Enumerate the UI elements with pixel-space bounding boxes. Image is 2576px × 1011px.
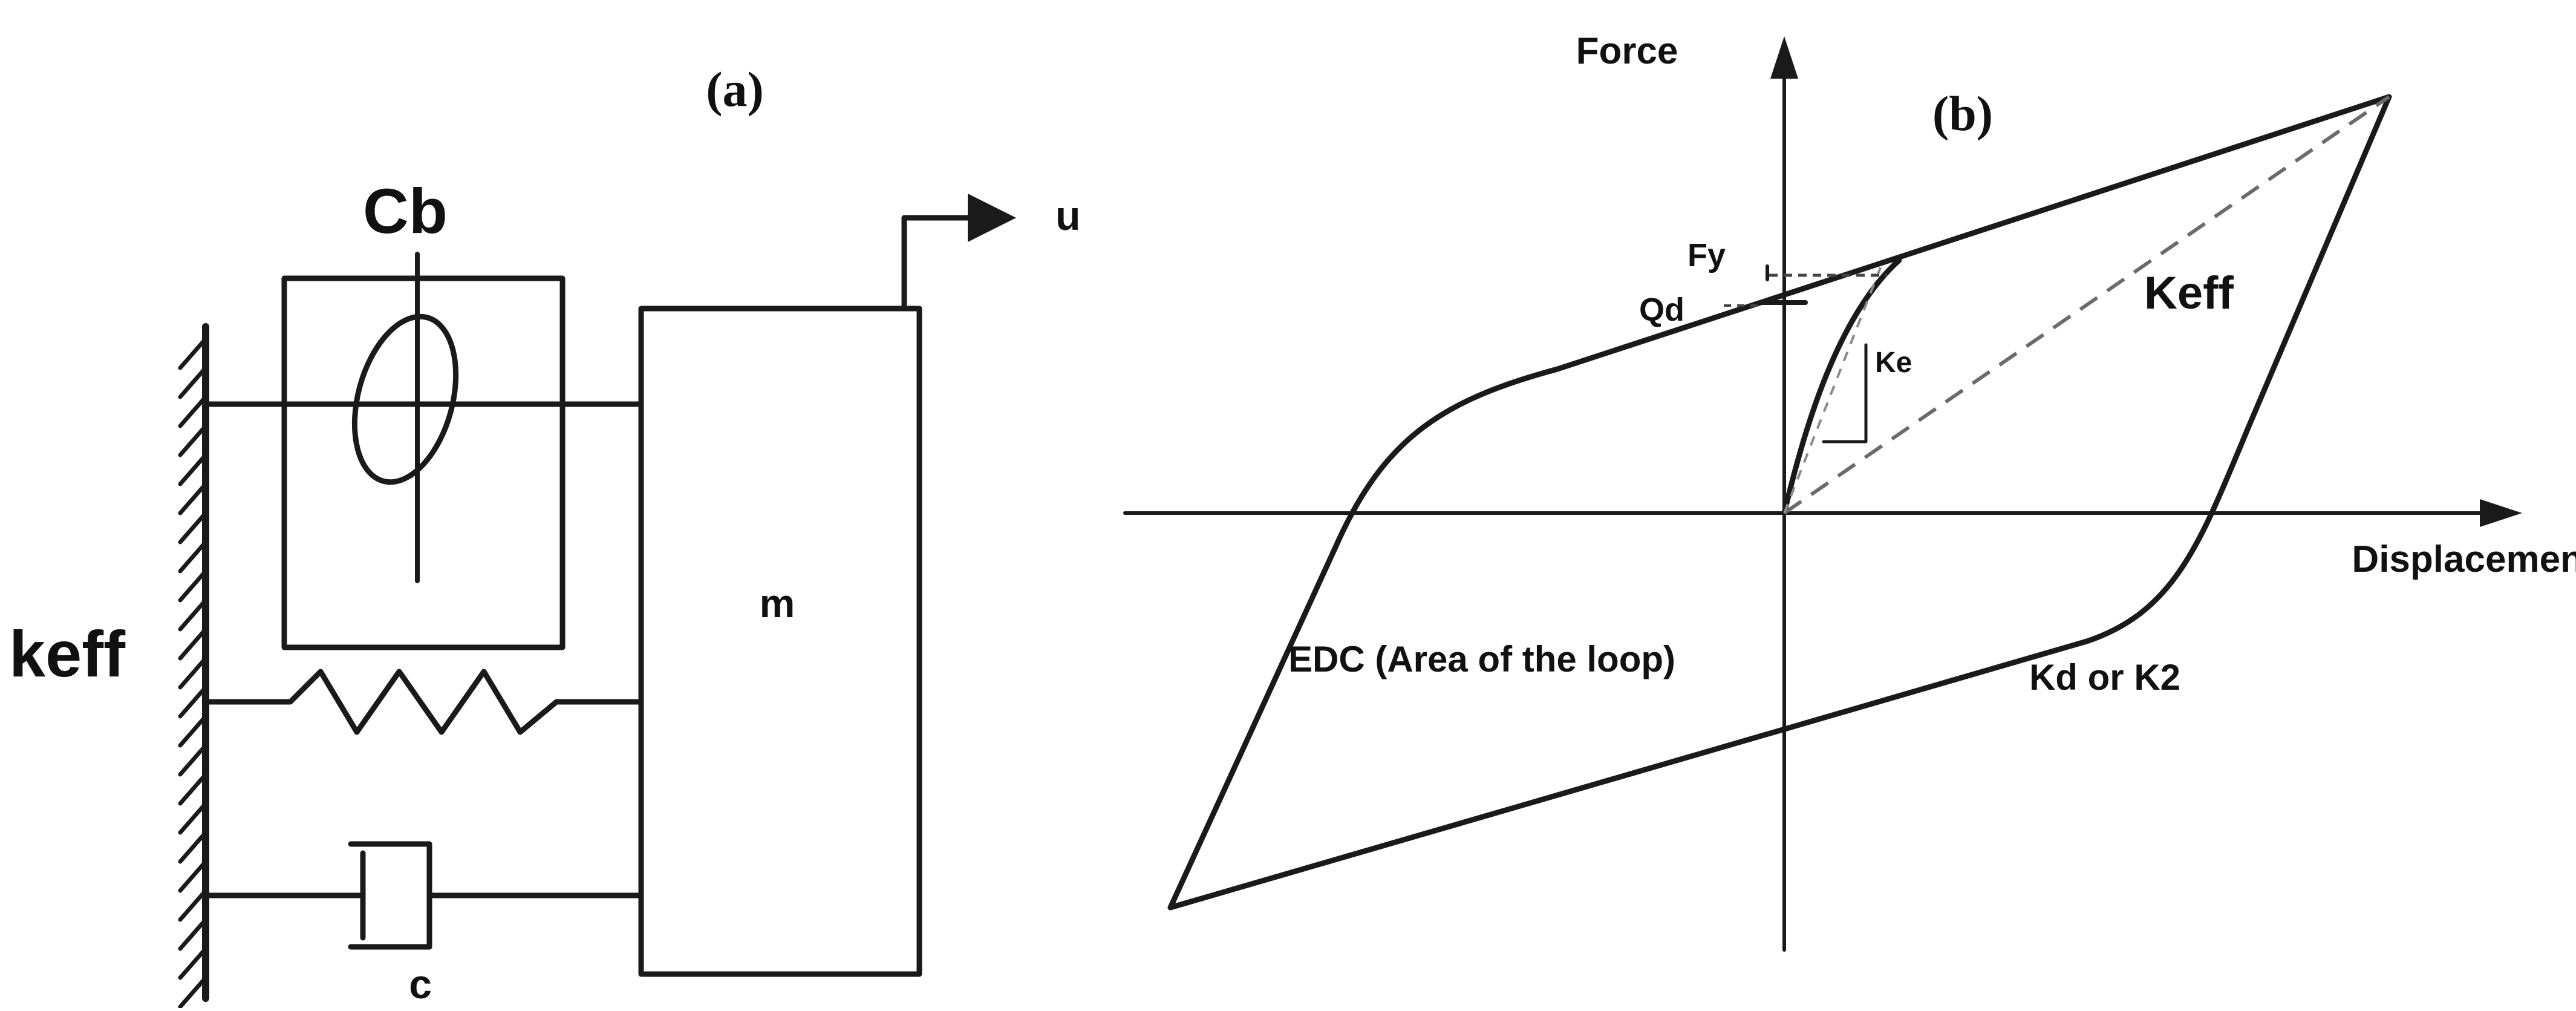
hatch-mark: [178, 946, 208, 980]
x-axis-arrow: [2480, 499, 2522, 527]
hatch-mark: [178, 801, 208, 835]
panel-a-label: (a): [706, 62, 764, 117]
x-axis-label: Displacement: [2352, 538, 2576, 580]
hatch-mark: [178, 394, 208, 428]
hatch-mark: [178, 917, 208, 951]
damper-label: Cb: [363, 176, 448, 247]
hatch-mark: [178, 975, 208, 1009]
wall-hatching: [178, 336, 208, 1009]
bearing-housing: [281, 275, 566, 650]
stiffness-label: keff: [9, 617, 126, 690]
hysteresis-loop: [1167, 94, 2392, 911]
ke-label: Ke: [1875, 347, 1912, 379]
qd-label: Qd: [1639, 292, 1684, 328]
initial-loading-curve: [1781, 257, 1902, 516]
panel-b-label: (b): [1932, 86, 1993, 141]
hatch-mark: [178, 453, 208, 486]
mass-block: [638, 306, 922, 977]
hatch-mark: [178, 424, 208, 457]
keff-secant: [1783, 95, 2390, 515]
panel-a: (a) Cb keff m c u: [9, 62, 1081, 1009]
hatch-mark: [178, 540, 208, 574]
y-axis-label: Force: [1576, 30, 1678, 72]
panel-b: Force (b) Displacement Fy Qd Ke Keff EDC…: [1123, 30, 2576, 952]
displacement-label: u: [1055, 193, 1081, 239]
ke-triangle: [1822, 343, 1868, 443]
hatch-mark: [178, 627, 208, 661]
hatch-mark: [178, 598, 208, 632]
hatch-mark: [178, 569, 208, 603]
hatch-mark: [178, 685, 208, 719]
hatch-mark: [178, 859, 208, 893]
hatch-mark: [178, 511, 208, 545]
hatch-mark: [178, 743, 208, 777]
keff-label: Keff: [2144, 267, 2234, 319]
hatch-mark: [178, 656, 208, 690]
y-axis-arrow: [1770, 36, 1798, 79]
spring: [203, 669, 644, 735]
hatch-mark: [178, 714, 208, 748]
hysteretic-ellipse: [351, 313, 459, 485]
hatch-mark: [178, 830, 208, 864]
mass-label: m: [760, 581, 795, 626]
displacement-arrow-head: [968, 194, 1016, 242]
hatch-mark: [178, 772, 208, 806]
dashpot-label: c: [409, 961, 432, 1007]
hatch-mark: [178, 365, 208, 399]
displacement-arrow-shaft: [901, 215, 971, 312]
fy-label: Fy: [1687, 237, 1726, 273]
hatch-mark: [178, 336, 208, 370]
edc-label: EDC (Area of the loop): [1288, 639, 1675, 679]
ke-guide: [1783, 266, 1882, 514]
kd-label: Kd or K2: [2029, 657, 2180, 698]
hatch-mark: [178, 482, 208, 515]
hatch-mark: [178, 888, 208, 922]
